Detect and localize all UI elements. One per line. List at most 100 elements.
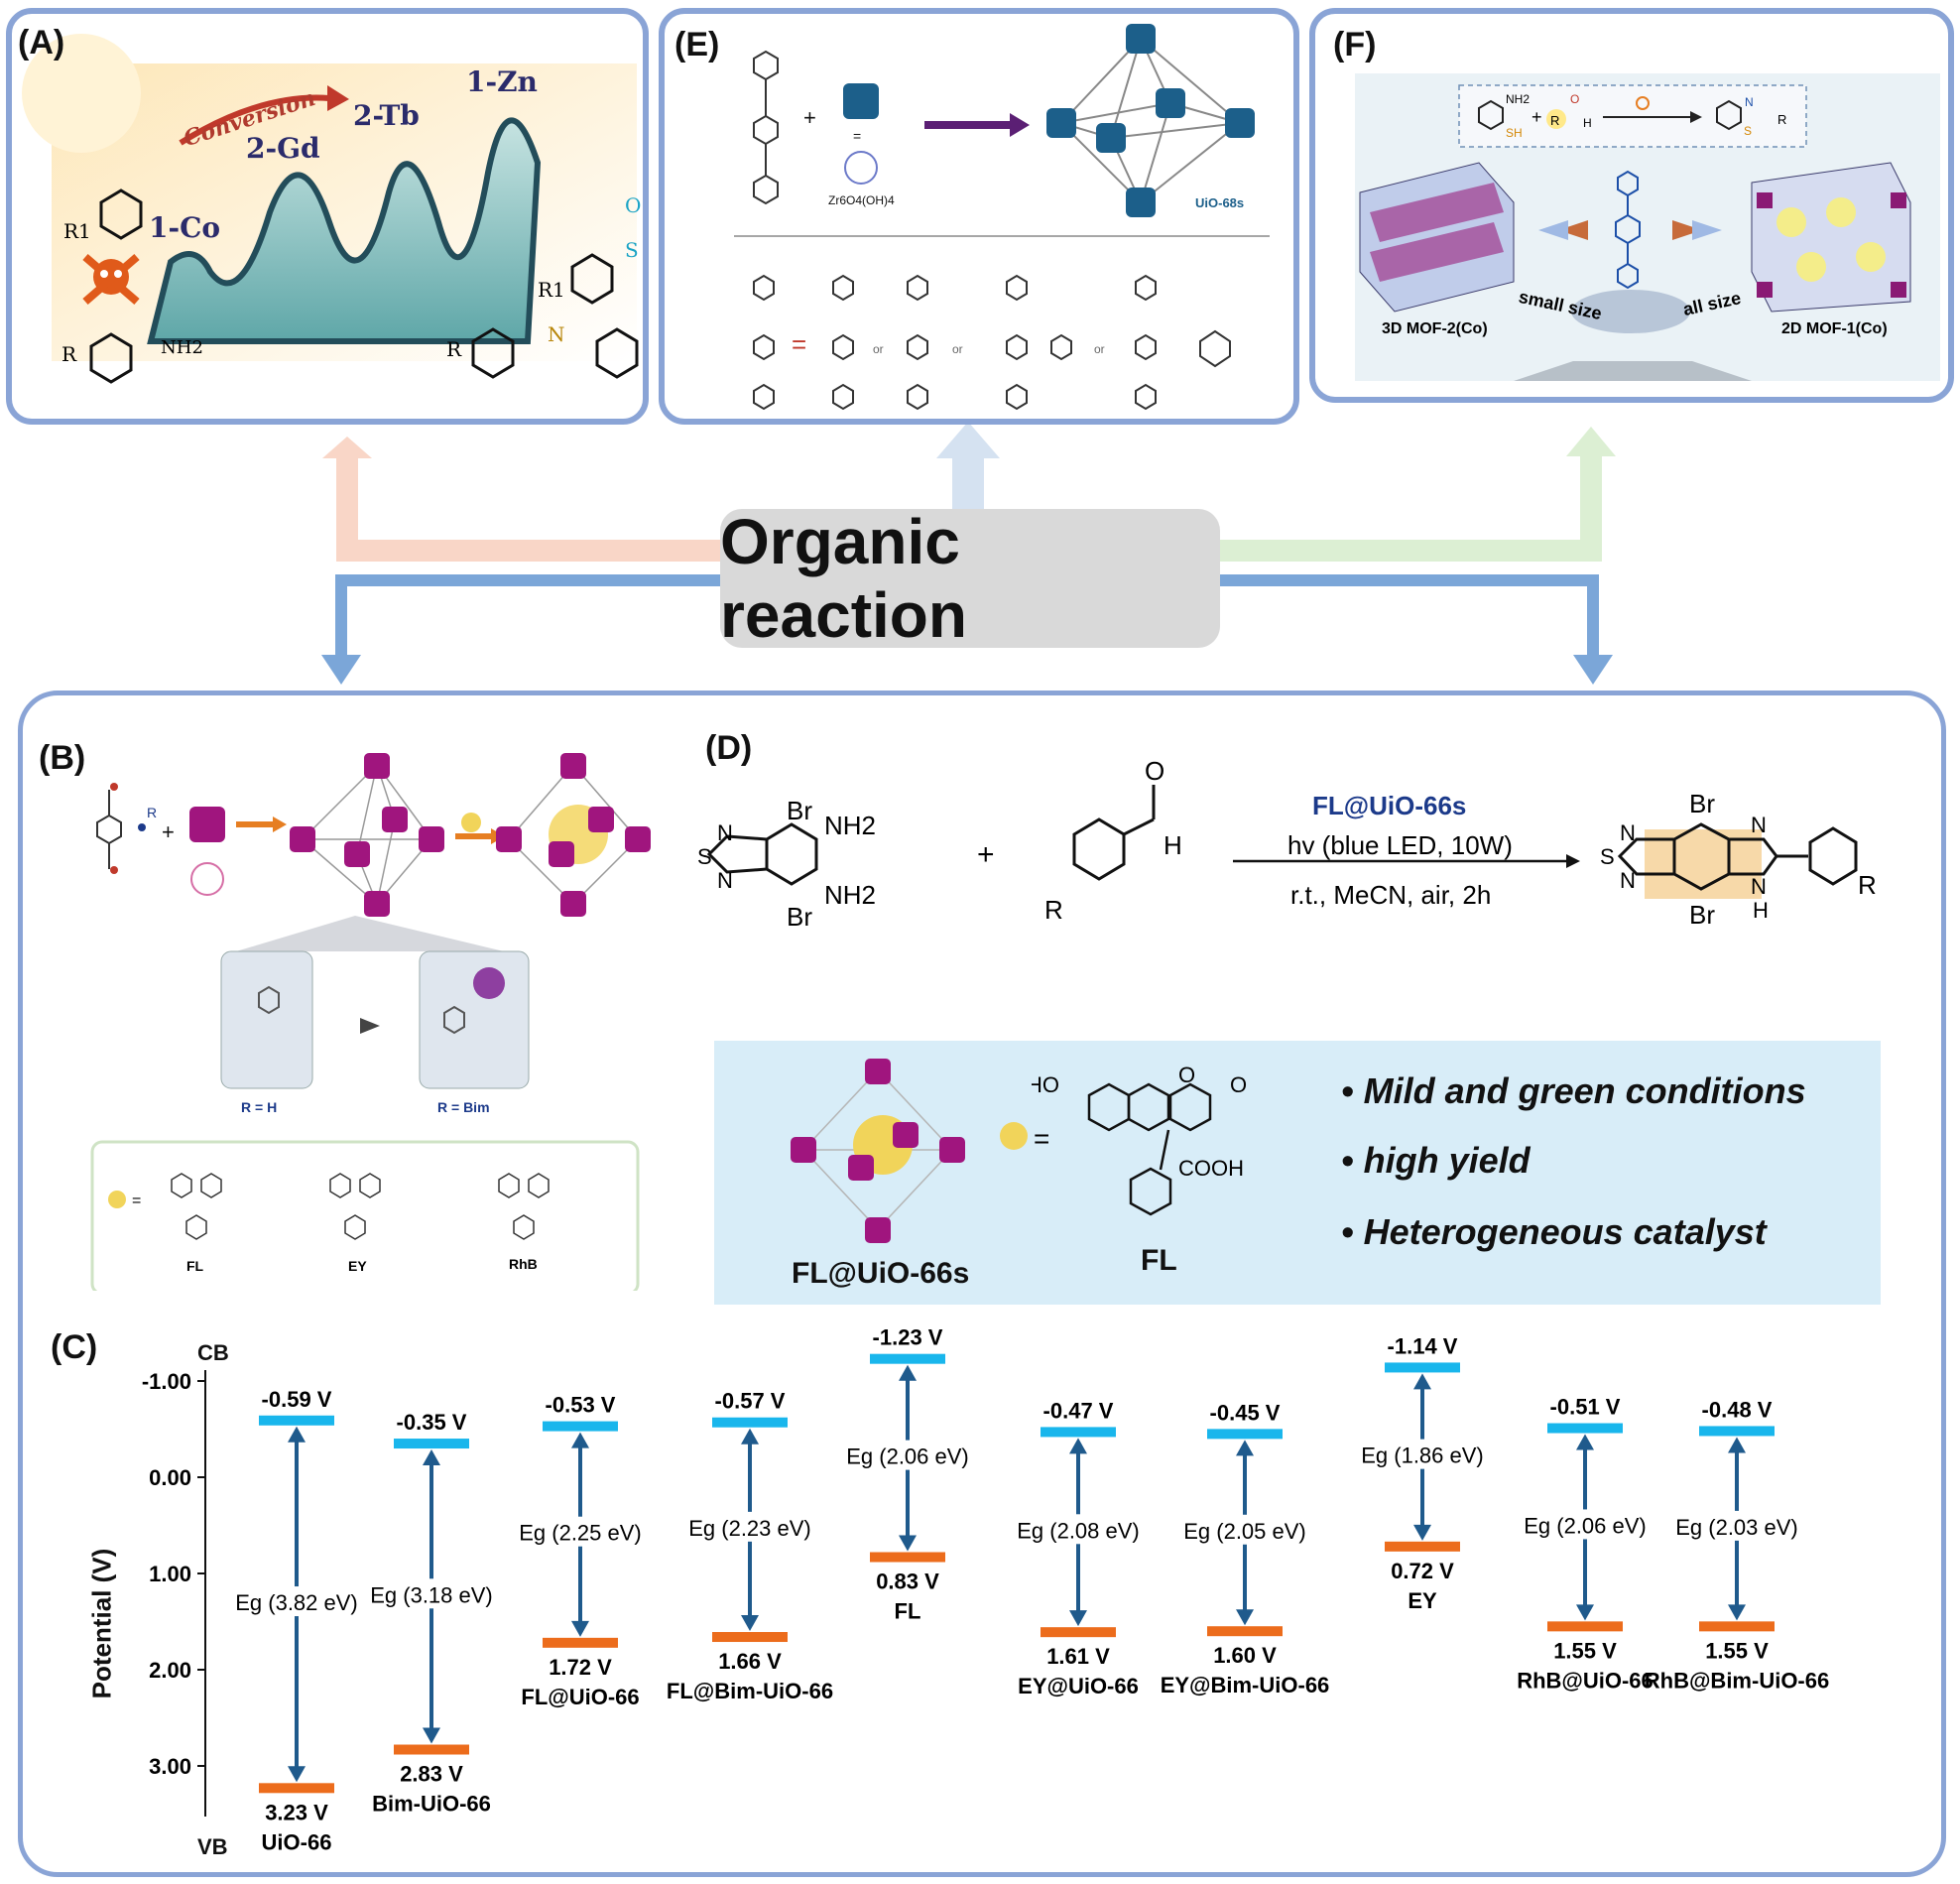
product-structure <box>1617 822 1858 891</box>
panel-a-label: (A) <box>18 24 65 62</box>
metal-label-1: 1-Co <box>149 211 220 244</box>
vb-bar-3 <box>712 1632 788 1643</box>
band-chart: -1.000.001.002.003.00-0.59 V3.23 VUiO-66… <box>142 1325 1829 1855</box>
panel-f: NH2 SH + R O H N S R <box>1309 8 1954 403</box>
n-f: N <box>1745 95 1754 109</box>
n-bot-d: N <box>717 868 733 893</box>
r1-right: R1 <box>538 278 565 302</box>
cb-bar-7 <box>1385 1362 1460 1373</box>
vb-value-9: 1.55 V <box>1705 1638 1769 1663</box>
mof-1-co-label: 2D MOF-1(Co) <box>1781 320 1888 337</box>
nh2-left: NH2 <box>161 337 203 358</box>
band-arrow-up-4 <box>899 1364 917 1381</box>
zr6-cluster-magenta <box>189 807 225 842</box>
eg-bg-7 <box>1351 1439 1494 1469</box>
vb-value-2: 1.72 V <box>549 1655 612 1680</box>
ho-d: HO <box>1032 1072 1059 1097</box>
skull-crossbones-icon <box>82 253 140 306</box>
n-bot-prod: N <box>1620 868 1636 893</box>
rhb-structure <box>498 1173 550 1240</box>
band-arrow-up-3 <box>741 1428 759 1444</box>
eg-bg-2 <box>509 1516 652 1547</box>
material-name-6: EY@Bim-UiO-66 <box>1161 1673 1330 1697</box>
cond1-d: hv (blue LED, 10W) <box>1287 830 1513 860</box>
material-name-2: FL@UiO-66 <box>521 1685 639 1709</box>
svg-text:+: + <box>162 819 175 844</box>
r-prod-f: R <box>1777 112 1786 127</box>
panel-a: Conversion 1-Co 2-Gd 2-Tb 1-Zn R1 R NH2 … <box>6 8 649 425</box>
vb-bar-6 <box>1207 1626 1283 1637</box>
cooh-d: COOH <box>1178 1156 1244 1181</box>
cb-bar-0 <box>259 1415 334 1426</box>
s-d: S <box>697 844 712 869</box>
nh2-f: NH2 <box>1506 92 1530 106</box>
vb-bar-2 <box>543 1637 618 1648</box>
benzene-left-top <box>99 188 143 240</box>
svg-text:=: = <box>853 128 861 144</box>
panel-f-label: (F) <box>1333 26 1377 63</box>
arrow-head-bottom-right <box>1573 655 1613 685</box>
material-name-9: RhB@Bim-UiO-66 <box>1645 1668 1829 1693</box>
panel-b-illustration: R + <box>90 753 651 1291</box>
band-arrow-up-2 <box>571 1432 589 1448</box>
eg-label-3: Eg (2.23 eV) <box>688 1516 811 1541</box>
benzene-right-top <box>570 253 614 305</box>
band-arrow-down-8 <box>1576 1604 1594 1621</box>
eg-bg-9 <box>1665 1510 1808 1541</box>
panel-bottom: (B) R + <box>18 691 1946 1877</box>
y-tick-label-4: 3.00 <box>149 1754 191 1779</box>
y-tick-label-3: 2.00 <box>149 1658 191 1683</box>
vb-value-4: 0.83 V <box>876 1570 939 1594</box>
bdc-linker-icon <box>96 790 122 869</box>
sun-glow <box>22 34 141 153</box>
arrow-head-bottom-left <box>321 655 361 685</box>
dye-ball-icon <box>461 813 481 832</box>
band-arrow-up-7 <box>1413 1373 1431 1390</box>
diamine-structure <box>706 822 818 886</box>
fl-at-uio-structure: = <box>791 1059 1170 1243</box>
svg-text:=: = <box>132 1193 141 1209</box>
s-right: S <box>625 238 639 262</box>
energy-landscape <box>147 117 542 344</box>
br-bot-prod: Br <box>1689 900 1715 930</box>
cb-value-7: -1.14 V <box>1388 1333 1458 1358</box>
vb-bar-0 <box>259 1783 334 1794</box>
band-arrow-down-2 <box>571 1620 589 1637</box>
o-right: O <box>625 193 641 217</box>
eg-label-2: Eg (2.25 eV) <box>519 1521 642 1546</box>
arrow-to-bottom-right <box>1220 574 1599 655</box>
vb-bar-7 <box>1385 1541 1460 1552</box>
panel-d-highlight-box: = HO O O COOH FL@UiO-66s FL • Mild and g… <box>714 1041 1881 1305</box>
ey-structure <box>329 1173 381 1240</box>
equals-e: = <box>792 329 806 359</box>
material-name-5: EY@UiO-66 <box>1018 1674 1139 1698</box>
o-f: O <box>1570 92 1579 106</box>
vb-value-8: 1.55 V <box>1553 1638 1617 1663</box>
r-aldehyde-d: R <box>1044 895 1063 925</box>
uio-68-nodes <box>1046 24 1255 217</box>
eg-bg-8 <box>1514 1509 1656 1540</box>
cb-value-1: -0.35 V <box>397 1410 467 1435</box>
cb-bar-4 <box>870 1353 945 1364</box>
arrow-head-f <box>1566 427 1616 456</box>
dye-ey: EY <box>348 1258 367 1274</box>
fl-at-uio-label: FL@UiO-66s <box>792 1257 970 1290</box>
panel-b-label: (B) <box>39 739 86 777</box>
tetrazine-linker <box>1615 170 1641 290</box>
zr-oxo-icon <box>844 151 878 185</box>
vb-bar-4 <box>870 1552 945 1563</box>
y-tick-label-0: -1.00 <box>142 1369 191 1394</box>
r1-left: R1 <box>63 219 91 243</box>
y-tick-label-1: 0.00 <box>149 1465 191 1490</box>
vb-value-1: 2.83 V <box>400 1762 463 1787</box>
band-arrow-down-3 <box>741 1615 759 1632</box>
h-f: H <box>1583 116 1592 130</box>
arrow-head-a <box>322 437 372 458</box>
n-top-d: N <box>717 820 733 845</box>
zr-formula: Zr6O4(OH)4 <box>828 193 895 207</box>
r-bim-label: R = Bim <box>437 1099 490 1115</box>
cb-bar-3 <box>712 1417 788 1428</box>
cb-value-3: -0.57 V <box>715 1389 786 1414</box>
eg-bg-0 <box>225 1586 368 1617</box>
h-d: H <box>1164 830 1182 860</box>
